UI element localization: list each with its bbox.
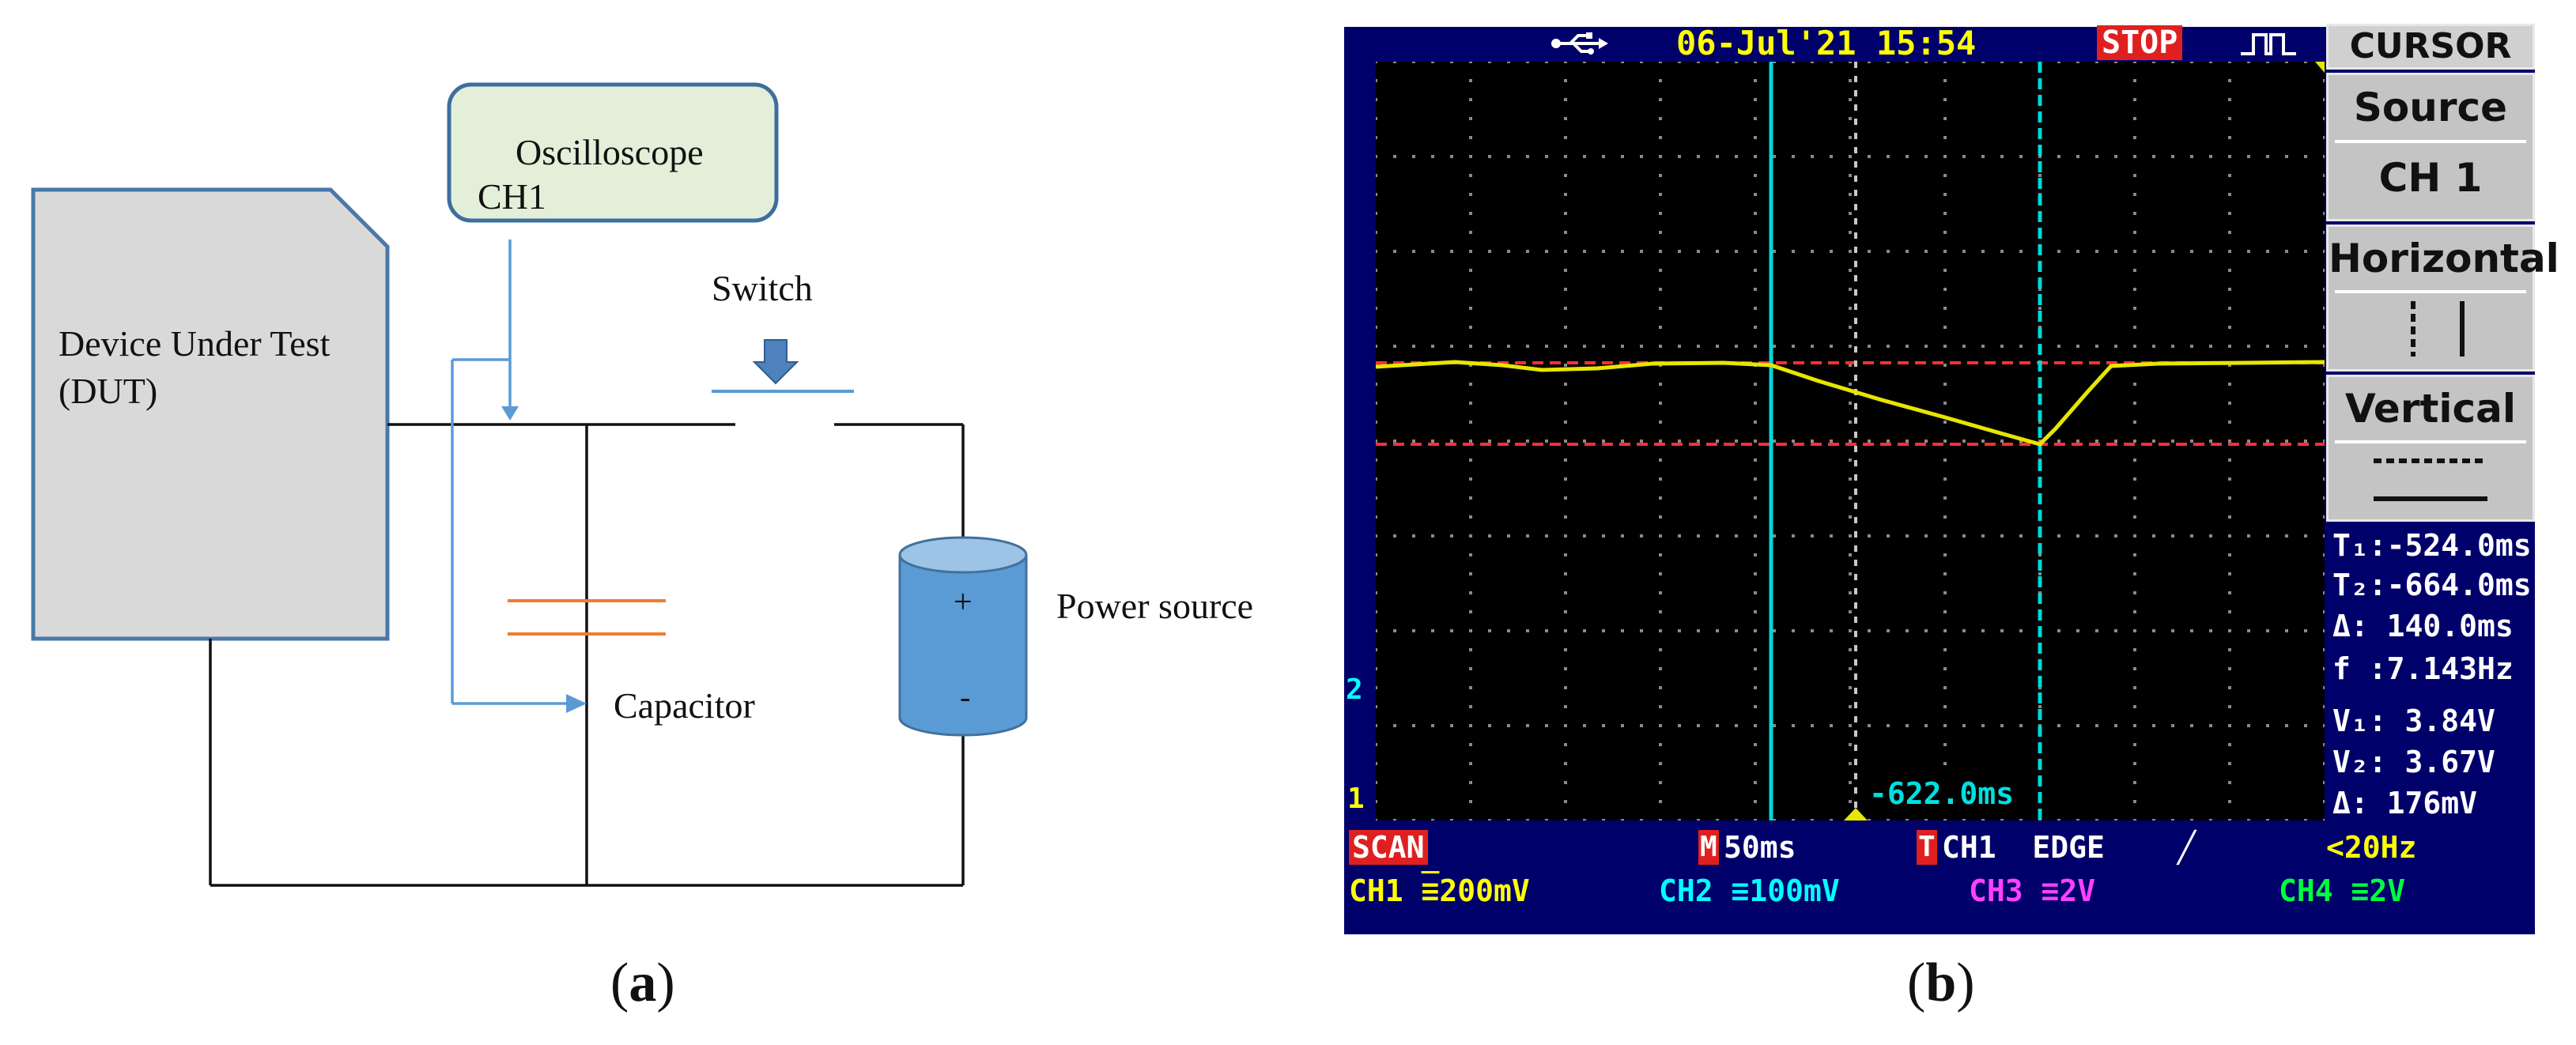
datetime-readout: 06-Jul'21 15:54 xyxy=(1676,24,1977,62)
vertical-cursor-icon xyxy=(2374,458,2487,501)
dut-label-line1: Device Under Test xyxy=(59,323,330,364)
ch1-scale[interactable]: CH1 ≡200mV xyxy=(1349,873,1530,908)
battery-minus-sign: - xyxy=(960,679,971,715)
capacitor-label: Capacitor xyxy=(614,685,755,726)
horizontal-label: Horizontal xyxy=(2329,236,2559,281)
dut-box xyxy=(31,187,390,641)
ch1-trace xyxy=(1376,360,2325,447)
v2-readout: V₂: 3.67V xyxy=(2332,745,2495,779)
ch1-marker: 1 xyxy=(1347,783,1365,815)
usb-icon xyxy=(1551,32,1608,55)
cursor-time-readout: -622.0ms xyxy=(1868,776,2016,811)
scope-screen xyxy=(1376,62,2325,821)
probe-arrow-icon xyxy=(501,406,519,421)
v1-readout: V₁: 3.84V xyxy=(2332,704,2495,738)
source-menu-button[interactable]: Source CH 1 xyxy=(2326,73,2535,221)
grid-dots xyxy=(1376,62,2325,821)
frequency-readout: f :7.143Hz xyxy=(2332,651,2514,686)
power-source-label: Power source xyxy=(1056,586,1254,626)
battery-top xyxy=(898,536,1028,574)
panel-b-label: (b) xyxy=(1907,953,1975,1013)
ch2-marker: 2 xyxy=(1346,673,1363,706)
oscilloscope-channel: CH1 xyxy=(478,176,546,217)
source-value: CH 1 xyxy=(2378,155,2483,201)
pulse-icon xyxy=(2241,33,2296,55)
vertical-label: Vertical xyxy=(2344,386,2517,432)
battery-plus-sign: + xyxy=(954,584,973,621)
horizontal-menu-button[interactable]: Horizontal xyxy=(2326,224,2559,372)
oscilloscope-box xyxy=(447,82,779,223)
menu-title: CURSOR xyxy=(2326,24,2535,70)
timebase-readout: 50ms xyxy=(1724,830,1796,865)
run-status-badge: STOP xyxy=(2097,25,2183,60)
probe-arrow-icon xyxy=(566,694,587,713)
ch2-scale[interactable]: CH2 ≡100mV xyxy=(1659,873,1840,908)
circuit-diagram xyxy=(31,82,1028,887)
timebase-tag: M xyxy=(1698,830,1719,865)
trigger-tag: T xyxy=(1917,830,1937,865)
vertical-menu-button[interactable]: Vertical xyxy=(2326,375,2535,522)
horizontal-cursor-icon xyxy=(2411,301,2465,357)
delta-v-readout: Δ: 176mV xyxy=(2332,786,2478,821)
oscilloscope-title: Oscilloscope xyxy=(516,132,704,172)
probe-wires xyxy=(451,240,568,705)
panel-a-label: (a) xyxy=(610,953,675,1013)
trigger-readout: CH1 EDGE xyxy=(1942,830,2105,865)
trigger-slope-icon: ╱ xyxy=(2178,830,2196,865)
ch4-scale[interactable]: CH4 ≡2V xyxy=(2279,873,2406,908)
acquisition-mode: SCAN xyxy=(1349,830,1428,865)
switch-arrow-icon xyxy=(752,339,799,385)
switch-label: Switch xyxy=(712,268,813,308)
trigger-frequency: <20Hz xyxy=(2326,830,2417,865)
dut-label-line2: (DUT) xyxy=(59,371,158,411)
t1-readout: T₁:-524.0ms xyxy=(2332,528,2532,563)
delta-t-readout: Δ: 140.0ms xyxy=(2332,609,2514,643)
top-trigger-marker-icon xyxy=(2315,62,2325,73)
t2-readout: T₂:-664.0ms xyxy=(2332,568,2532,602)
ch3-scale[interactable]: CH3 ≡2V xyxy=(1969,873,2096,908)
source-label: Source xyxy=(2353,85,2508,130)
battery-body xyxy=(898,555,1028,737)
trigger-marker-icon xyxy=(1844,808,1868,821)
